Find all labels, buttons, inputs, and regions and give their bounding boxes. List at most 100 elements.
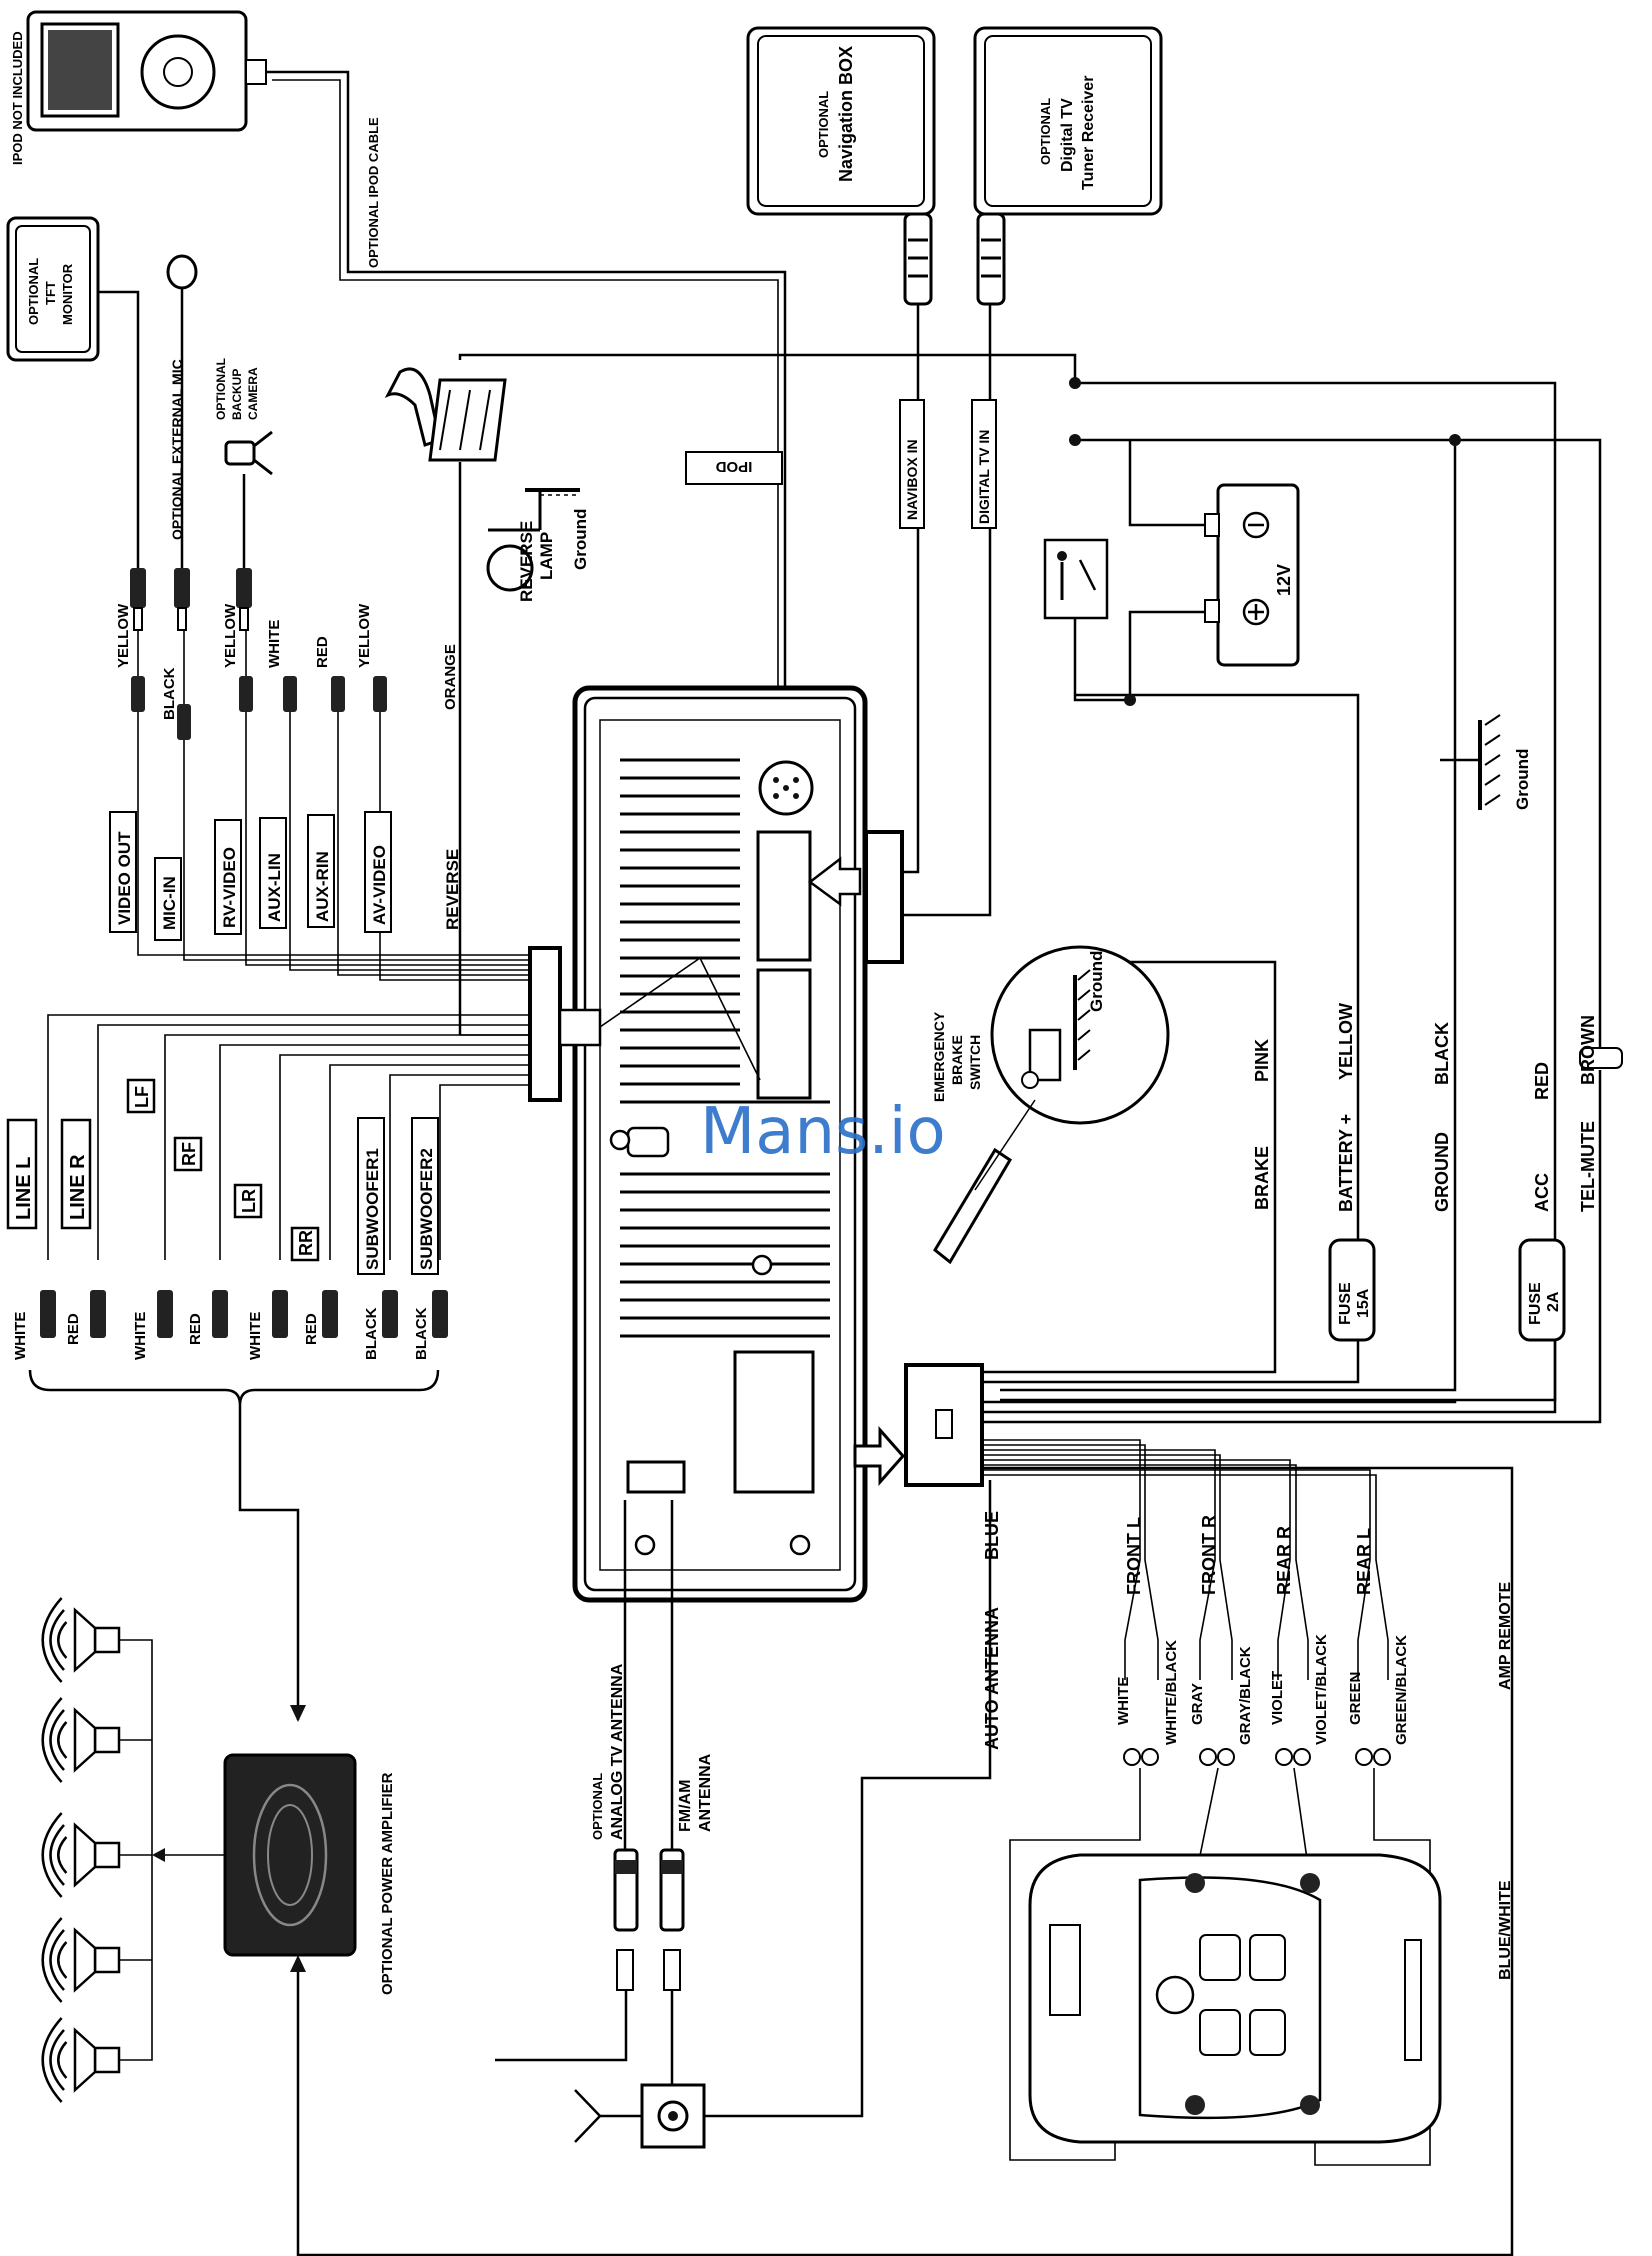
terminal-front-r [1199,1748,1235,1766]
line-color-6: BLACK [363,1307,380,1360]
rca-plug-sub2 [432,1290,448,1338]
front-r-label: FRONT R [1199,1515,1219,1595]
navibox-in-label: NAVIBOX IN [904,439,920,520]
brake-switch-icon [933,945,1170,1265]
blue-wire-label: BLUE [982,1511,1002,1560]
line-color-3: RED [187,1313,204,1345]
rca-color-6: ORANGE [442,644,459,710]
battery-12v-label: 12V [1274,564,1294,596]
backup-line2-label: CAMERA [246,367,260,420]
brake-label: BRAKE [1252,1146,1272,1210]
line-color-7: BLACK [413,1307,430,1360]
svg-text:15A: 15A [1355,1288,1372,1318]
rca-label-reverse: REVERSE [443,849,462,930]
ground-wire-label: GROUND [1432,1132,1452,1212]
rca-color-3: WHITE [266,620,283,668]
spk-wire-1: WHITE/BLACK [1163,1640,1180,1745]
rca-plug-rf [212,1290,228,1338]
rca-color-1: BLACK [161,667,178,720]
rca-plug-tft [130,568,146,631]
rca-color-2: YELLOW [222,603,239,668]
camera-icon [224,430,273,476]
rca-plug-rv-video [239,676,253,712]
reverse-lamp-line1: REVERSE [517,521,536,602]
gear-shifter-icon [384,367,507,462]
amp-label: OPTIONAL POWER AMPLIFIER [379,1772,396,1995]
line-color-2: WHITE [132,1312,149,1360]
tft-line2-label: MONITOR [60,263,75,325]
line-color-1: RED [65,1313,82,1345]
navigation-box: OPTIONAL Navigation BOX [746,26,936,216]
line-color-5: RED [303,1313,320,1345]
fm-am-line1: FM/AM [677,1780,694,1832]
rca-color-4: RED [314,636,331,668]
digital-tv-in-label: DIGITAL TV IN [976,430,992,524]
rca-plug-camera [236,568,252,631]
ground-label-brake: Ground [1087,951,1106,1012]
pink-label: PINK [1252,1039,1272,1082]
rca-label-rv-video: RV-VIDEO [220,847,239,928]
rca-color-0: YELLOW [115,603,132,668]
tft-line1-label: TFT [43,281,58,305]
line-color-4: WHITE [247,1312,264,1360]
rca-plug-line-l [40,1290,56,1338]
rca-plug-av-video [373,676,387,712]
auto-antenna-label: AUTO ANTENNA [982,1607,1002,1750]
ipod-input-label: IPOD [716,458,753,475]
battery-label: BATTERY + [1336,1114,1356,1212]
mic-icon [166,254,198,290]
spk-wire-7: GREEN/BLACK [1393,1635,1410,1745]
terminal-rear-r [1275,1748,1311,1766]
tel-mute-label: TEL-MUTE [1578,1121,1598,1212]
svg-text:FUSE: FUSE [1527,1282,1544,1325]
front-l-label: FRONT L [1124,1517,1144,1595]
rca-plug-sub1 [382,1290,398,1338]
acc-label: ACC [1532,1173,1552,1212]
dtv-line2-label: Tuner Receiver [1080,76,1097,190]
rear-l-label: REAR L [1354,1528,1374,1595]
svg-text:FUSE: FUSE [1337,1282,1354,1325]
watermark: Mans.io [700,1095,946,1169]
rca-plug-line-r [90,1290,106,1338]
ground-label-top: Ground [571,509,590,570]
rca-label-av-video: AV-VIDEO [370,845,389,925]
digital-tv-box: OPTIONAL Digital TV Tuner Receiver [973,26,1163,216]
terminal-rear-l [1355,1748,1391,1766]
line-out-1: LINE R [67,1154,89,1220]
backup-line1-label: BACKUP [230,369,244,420]
dtv-optional-label: OPTIONAL [1038,98,1053,165]
line-out-0: LINE L [13,1157,35,1220]
emergency-line1: EMERGENCY [931,1011,947,1102]
reverse-lamp-line2: LAMP [537,532,556,580]
emergency-line3: SWITCH [967,1035,983,1090]
emergency-line2: BRAKE [949,1035,965,1085]
line-out-7: SUBWOOFER2 [417,1148,436,1270]
rca-plug-lf [157,1290,173,1338]
rca-plug-aux-lin [283,676,297,712]
tft-monitor: OPTIONAL TFT MONITOR [6,216,100,362]
line-out-6: SUBWOOFER1 [363,1148,382,1270]
ipod-not-included-label: IPOD NOT INCLUDED [10,31,25,165]
rca-label-aux-rin: AUX-RIN [313,851,332,922]
reverse-lamp-icon [486,488,580,592]
red-wire-label: RED [1532,1062,1552,1100]
car-icon [1028,1853,1442,2144]
spk-wire-2: GRAY [1189,1683,1206,1725]
rca-plug-mic-in [177,704,191,740]
head-unit [572,685,868,1603]
antenna-plug-tv [613,1848,639,1932]
amp-remote-label: AMP REMOTE [1497,1582,1514,1690]
nav-connector [903,212,933,306]
line-out-2: LF [132,1086,152,1108]
terminal-front-l [1123,1748,1159,1766]
rca-plug-video-out [131,676,145,712]
power-amplifier [223,1753,357,1957]
spk-wire-5: VIOLET/BLACK [1313,1634,1330,1745]
yellow-label: YELLOW [1336,1003,1356,1080]
line-color-0: WHITE [12,1312,29,1360]
rca-label-video-out: VIDEO OUT [115,831,134,925]
svg-text:2A: 2A [1545,1291,1562,1312]
fm-am-line2: ANTENNA [697,1753,714,1832]
spk-wire-3: GRAY/BLACK [1237,1646,1254,1745]
